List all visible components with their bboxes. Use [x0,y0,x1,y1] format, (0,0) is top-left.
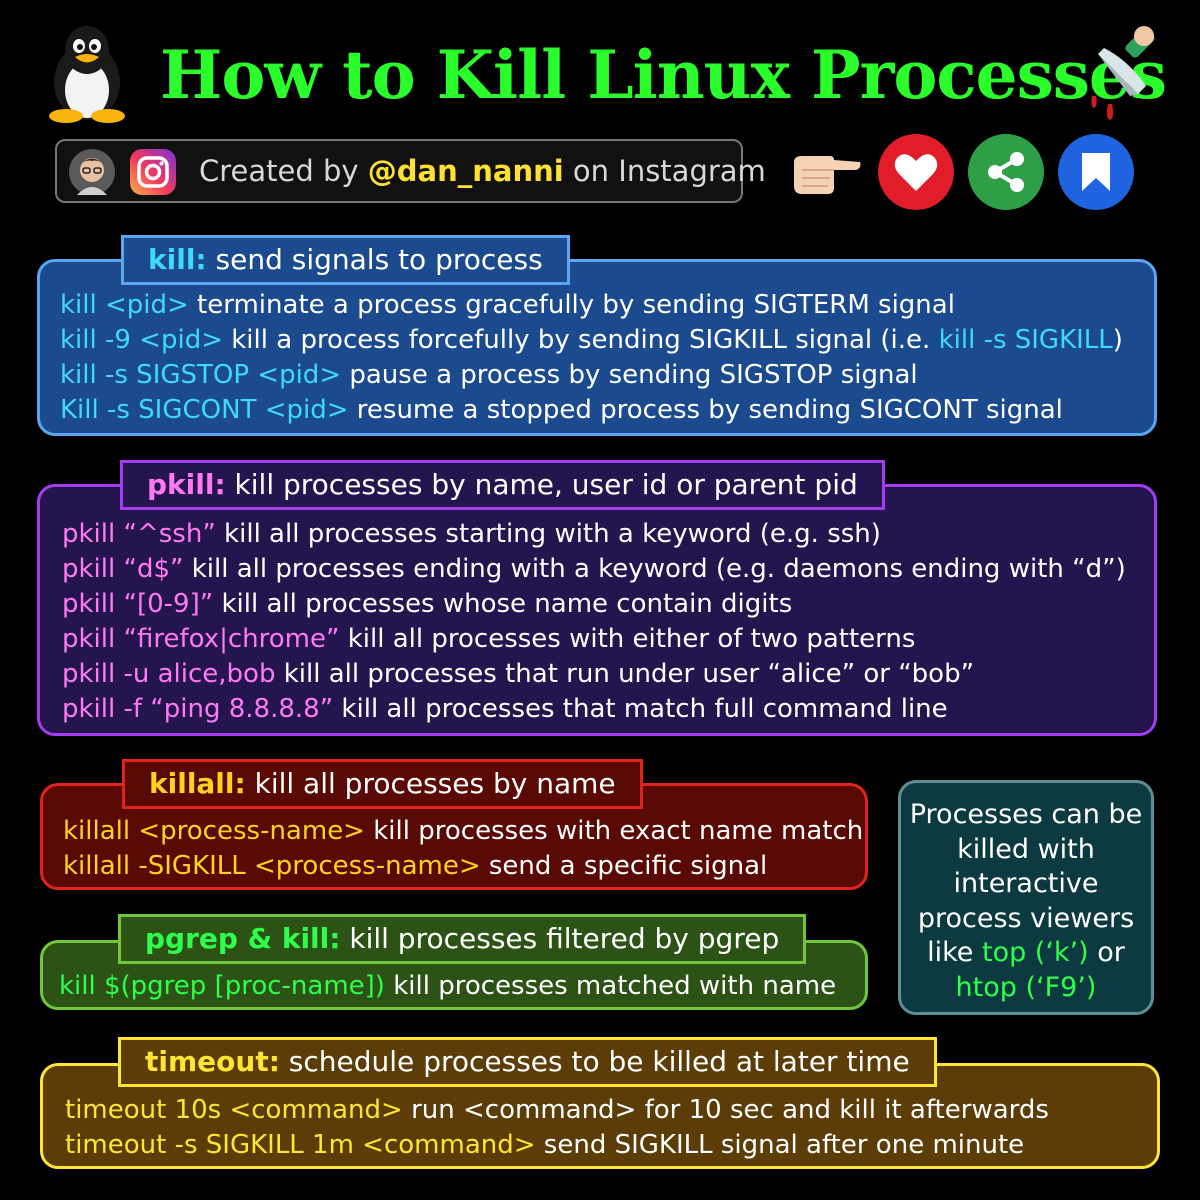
tux-penguin-icon [42,24,132,124]
list-item: kill $(pgrep [proc-name]) kill processes… [59,969,865,1004]
section-description: kill all processes by name [245,767,616,800]
section-description: kill processes filtered by pgrep [340,922,780,955]
description: ) [1112,325,1123,355]
description: kill all processes with either of two pa… [339,624,916,654]
list-item: timeout 10s <command> run <command> for … [65,1093,1157,1128]
share-button[interactable] [968,134,1044,210]
bookmark-icon [1082,153,1110,191]
command: kill -s SIGSTOP <pid> [60,360,342,390]
list-item: killall <process-name> kill processes wi… [63,814,865,849]
creator-bar: Created by @dan_nanni on Instagram [55,139,766,203]
killall-section-header: killall: kill all processes by name [122,759,643,809]
command: pkill -u alice,bob [62,659,276,689]
command: killall <process-name> [63,816,365,846]
section-command: killall: [149,767,246,800]
command: kill <pid> [60,290,189,320]
creator-credit: Created by @dan_nanni on Instagram [199,141,766,201]
description: pause a process by sending SIGSTOP signa… [341,360,918,390]
pkill-section-header: pkill: kill processes by name, user id o… [120,460,885,510]
pointing-hand-icon [790,148,862,198]
list-item: pkill “[0-9]” kill all processes whose n… [62,587,1154,622]
instagram-icon [129,148,177,196]
bloody-knife-icon [1078,24,1168,124]
command: pkill “^ssh” [62,519,216,549]
interactive-viewer-note: Processes can be killed with interactive… [898,780,1154,1015]
command: timeout -s SIGKILL 1m <command> [65,1130,536,1160]
description: kill all processes that match full comma… [333,694,948,724]
timeout-section-header: timeout: schedule processes to be killed… [118,1037,937,1087]
command: top (‘k’) [981,937,1089,968]
description: kill all processes starting with a keywo… [215,519,881,549]
avatar [69,149,115,195]
description: kill processes with exact name match [364,816,864,846]
description: resume a stopped process by sending SIGC… [348,395,1063,425]
section-command: timeout: [145,1045,280,1078]
pgrep-kill-section-header: pgrep & kill: kill processes filtered by… [118,914,807,964]
killall-section: killall <process-name> kill processes wi… [40,783,868,890]
command: pkill “firefox|chrome” [62,624,340,654]
section-description: schedule processes to be killed at later… [279,1045,910,1078]
description: kill all processes that run under user “… [275,659,975,689]
list-item: pkill -u alice,bob kill all processes th… [62,657,1154,692]
description: kill a process forcefully by sending SIG… [222,325,939,355]
command: pkill “[0-9]” [62,589,214,619]
list-item: pkill -f “ping 8.8.8.8” kill all process… [62,692,1154,727]
description: kill all processes whose name contain di… [213,589,793,619]
command: htop (‘F9’) [955,971,1097,1003]
command: kill -s SIGKILL [938,325,1113,355]
command: kill -9 <pid> [60,325,223,355]
list-item: killall -SIGKILL <process-name> send a s… [63,849,865,884]
description: kill processes matched with name [384,971,837,1001]
heart-icon [894,154,938,191]
pkill-section: pkill “^ssh” kill all processes starting… [37,484,1157,736]
list-item: pkill “firefox|chrome” kill all processe… [62,622,1154,657]
creator-handle[interactable]: @dan_nanni [367,154,564,188]
save-button[interactable] [1058,134,1134,210]
section-command: pgrep & kill: [145,922,341,955]
description: run <command> for 10 sec and kill it aft… [402,1095,1049,1125]
command: pkill “d$” [62,554,184,584]
command: pkill -f “ping 8.8.8.8” [62,694,334,724]
list-item: kill -9 <pid> kill a process forcefully … [60,323,1154,358]
note-text: or [1088,937,1125,968]
list-item: Kill -s SIGCONT <pid> resume a stopped p… [60,393,1154,428]
creator-suffix: on Instagram [563,154,766,188]
list-item: kill <pid> terminate a process gracefull… [60,288,1154,323]
command: Kill -s SIGCONT <pid> [60,395,349,425]
note-text: Processes can be killed with interactive… [909,799,1143,968]
creator-prefix: Created by [199,154,368,188]
list-item: pkill “d$” kill all processes ending wit… [62,552,1154,587]
page-title: How to Kill Linux Processes [160,36,1167,114]
section-command: pkill: [147,468,226,501]
kill-section-header: kill: send signals to process [121,235,570,285]
share-icon [988,152,1024,192]
like-button[interactable] [878,134,954,210]
section-description: send signals to process [206,243,543,276]
section-command: kill: [148,243,207,276]
description: kill all processes ending with a keyword… [183,554,1126,584]
command: killall -SIGKILL <process-name> [63,851,481,881]
description: terminate a process gracefully by sendin… [188,290,955,320]
description: send SIGKILL signal after one minute [535,1130,1025,1160]
list-item: pkill “^ssh” kill all processes starting… [62,517,1154,552]
list-item: timeout -s SIGKILL 1m <command> send SIG… [65,1128,1157,1163]
description: send a specific signal [480,851,768,881]
list-item: kill -s SIGSTOP <pid> pause a process by… [60,358,1154,393]
kill-section: kill <pid> terminate a process gracefull… [37,259,1157,436]
command: kill $(pgrep [proc-name]) [59,971,385,1001]
section-description: kill processes by name, user id or paren… [225,468,858,501]
command: timeout 10s <command> [65,1095,403,1125]
